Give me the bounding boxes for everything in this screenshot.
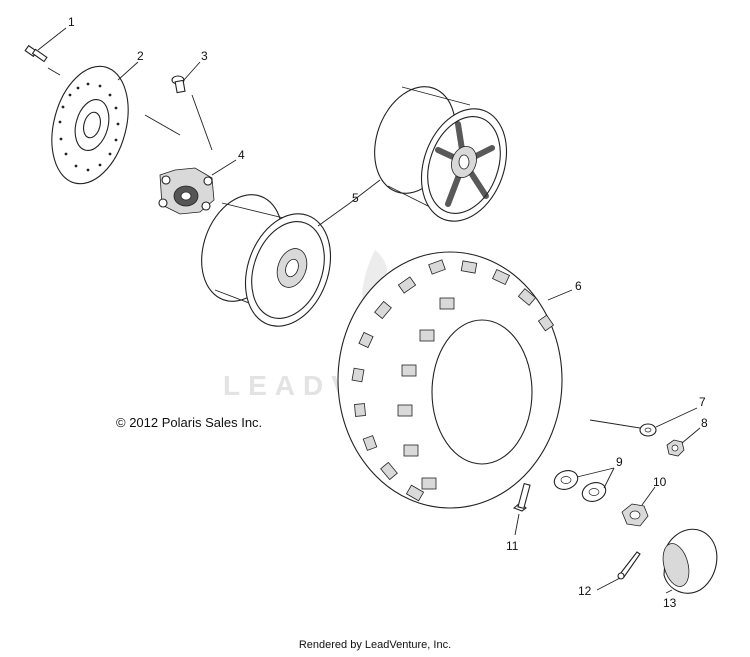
part-10-castle-nut (621, 503, 649, 527)
callout-10: 10 (653, 475, 667, 489)
callout-3: 3 (201, 49, 208, 63)
part-12-cotter-pin (617, 551, 641, 580)
part-8-nut (666, 439, 685, 457)
part-1-bolt (24, 44, 48, 63)
callout-labels: 1 2 3 4 5 6 7 8 9 10 11 12 13 (68, 15, 708, 610)
part-5-rear-rim (374, 86, 508, 222)
leader-lines (37, 27, 701, 594)
callout-8: 8 (701, 416, 708, 430)
callout-6: 6 (575, 279, 582, 293)
part-13-hub-cap (662, 528, 718, 594)
footer-text: Rendered by LeadVenture, Inc. (299, 639, 451, 651)
part-5-front-rim (201, 194, 332, 327)
part-2-brake-disc (51, 65, 129, 185)
part-4-hub (158, 167, 215, 215)
callout-1: 1 (68, 15, 75, 29)
part-6-tire (337, 251, 563, 509)
callout-12: 12 (578, 584, 592, 598)
callout-4: 4 (238, 148, 245, 162)
callout-2: 2 (137, 49, 144, 63)
callout-11: 11 (506, 539, 519, 553)
part-11-stud (512, 482, 531, 512)
copyright-text: © 2012 Polaris Sales Inc. (116, 415, 262, 430)
part-9-washers (553, 470, 607, 502)
callout-9: 9 (616, 455, 623, 469)
part-3-bolt (171, 75, 186, 94)
callout-7: 7 (699, 395, 706, 409)
callout-13: 13 (663, 596, 677, 610)
part-7-washer (639, 423, 657, 437)
callout-5: 5 (352, 191, 359, 205)
